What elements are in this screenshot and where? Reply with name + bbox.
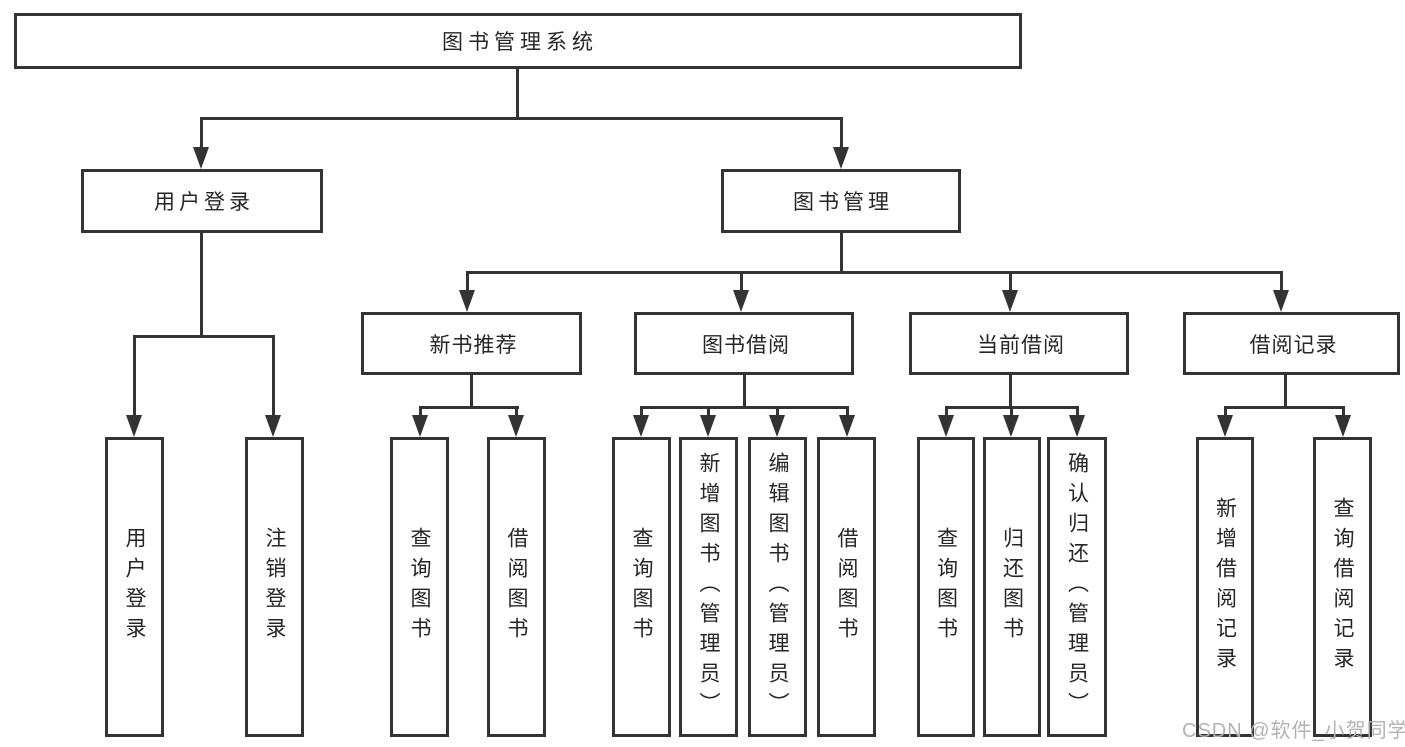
connector-level2-drop [1280, 271, 1283, 292]
connector-level2-drop [1009, 271, 1012, 292]
arrow-down-icon [733, 290, 749, 312]
connector-group-stem [470, 375, 473, 408]
connector-book-mgmt-stem [840, 233, 843, 273]
connector-group-stem [1284, 375, 1287, 408]
leaf-add-borrow-record-label: 新增借阅记录 [1213, 497, 1237, 677]
connector-leaf-drop [419, 406, 422, 417]
arrow-down-icon [193, 147, 209, 169]
arrow-down-icon [1003, 415, 1019, 437]
node-current-borrowing: 当前借阅 [909, 312, 1129, 375]
connector-leaf-drop [1010, 406, 1013, 417]
connector-root-stem [516, 69, 519, 120]
connector-group-hline [640, 406, 849, 409]
leaf-confirm-return-admin-label: 确认归还（管理员） [1065, 452, 1089, 722]
connector-leaf-drop [1076, 406, 1079, 417]
node-new-book-recommendation: 新书推荐 [361, 312, 582, 375]
leaf-query-books-current: 查询图书 [917, 437, 975, 737]
leaf-edit-book-admin: 编辑图书（管理员） [748, 437, 807, 737]
arrow-down-icon [833, 147, 849, 169]
arrow-down-icon [1069, 415, 1085, 437]
leaf-borrow-books-recommend-label: 借阅图书 [505, 527, 528, 647]
leaf-add-borrow-record: 新增借阅记录 [1196, 437, 1254, 737]
leaf-return-book: 归还图书 [983, 437, 1041, 737]
connector-user-login-stem [200, 233, 203, 337]
node-new-book-recommendation-label: 新书推荐 [429, 333, 518, 357]
connector-leaf-drop [272, 335, 275, 415]
leaf-logout: 注销登录 [245, 437, 304, 737]
connector-leaf-drop [945, 406, 948, 417]
leaf-query-borrow-record: 查询借阅记录 [1313, 437, 1372, 737]
leaf-query-books-recommend-label: 查询图书 [408, 527, 431, 647]
connector-level2-hline [466, 271, 1283, 274]
arrow-down-icon [700, 415, 716, 437]
connector-level2-drop [466, 271, 469, 292]
arrow-down-icon [839, 415, 855, 437]
leaf-add-book-admin-label: 新增图书（管理员） [697, 452, 720, 722]
arrow-down-icon [1273, 290, 1289, 312]
arrow-down-icon [508, 415, 524, 437]
leaf-logout-label: 注销登录 [263, 527, 286, 647]
connector-leaf-drop [1224, 406, 1227, 417]
arrow-down-icon [633, 415, 649, 437]
connector-user-login-drop [200, 117, 203, 149]
node-library-system: 图书管理系统 [14, 13, 1022, 69]
leaf-user-login-label: 用户登录 [123, 527, 146, 647]
node-user-login: 用户登录 [81, 169, 323, 233]
connector-book-mgmt-drop [840, 117, 843, 149]
arrow-down-icon [265, 415, 281, 437]
watermark: CSDN @软件_小贺同学 [1182, 720, 1405, 742]
node-user-login-label: 用户登录 [154, 191, 254, 214]
connector-user-login-hline [133, 335, 275, 338]
arrow-down-icon [938, 415, 954, 437]
arrow-down-icon [459, 290, 475, 312]
leaf-return-book-label: 归还图书 [1000, 527, 1024, 647]
connector-leaf-drop [1342, 406, 1345, 417]
connector-group-hline [1224, 406, 1345, 409]
node-book-borrowing-label: 图书借阅 [702, 333, 790, 357]
leaf-borrow-books-recommend: 借阅图书 [487, 437, 546, 737]
leaf-borrow-books-borrowing: 借阅图书 [817, 437, 876, 737]
connector-group-stem [743, 375, 746, 408]
leaf-edit-book-admin-label: 编辑图书（管理员） [766, 452, 789, 722]
connector-leaf-drop [707, 406, 710, 417]
leaf-confirm-return-admin: 确认归还（管理员） [1047, 437, 1107, 737]
leaf-user-login: 用户登录 [105, 437, 164, 737]
connector-leaf-drop [776, 406, 779, 417]
arrow-down-icon [1217, 415, 1233, 437]
arrow-down-icon [769, 415, 785, 437]
node-book-management-label: 图书管理 [793, 191, 893, 214]
leaf-query-books-recommend: 查询图书 [390, 437, 449, 737]
leaf-query-books-borrowing: 查询图书 [612, 437, 671, 737]
connector-leaf-drop [640, 406, 643, 417]
connector-leaf-drop [846, 406, 849, 417]
node-current-borrowing-label: 当前借阅 [977, 333, 1065, 357]
connector-level1-hline [200, 117, 843, 120]
leaf-borrow-books-borrowing-label: 借阅图书 [835, 527, 858, 647]
arrow-down-icon [1002, 290, 1018, 312]
connector-leaf-drop [133, 335, 136, 415]
node-book-borrowing: 图书借阅 [634, 312, 854, 375]
leaf-query-books-borrowing-label: 查询图书 [630, 527, 653, 647]
arrow-down-icon [412, 415, 428, 437]
node-borrowing-records: 借阅记录 [1183, 312, 1400, 375]
connector-leaf-drop [515, 406, 518, 417]
node-book-management: 图书管理 [721, 169, 961, 233]
arrow-down-icon [126, 415, 142, 437]
leaf-query-books-current-label: 查询图书 [934, 527, 958, 647]
leaf-query-borrow-record-label: 查询借阅记录 [1331, 497, 1354, 677]
connector-group-hline [419, 406, 519, 409]
leaf-add-book-admin: 新增图书（管理员） [679, 437, 738, 737]
arrow-down-icon [1335, 415, 1351, 437]
node-library-system-label: 图书管理系统 [442, 31, 598, 54]
connector-level2-drop [740, 271, 743, 292]
node-borrowing-records-label: 借阅记录 [1249, 333, 1338, 357]
connector-group-stem [1009, 375, 1012, 408]
